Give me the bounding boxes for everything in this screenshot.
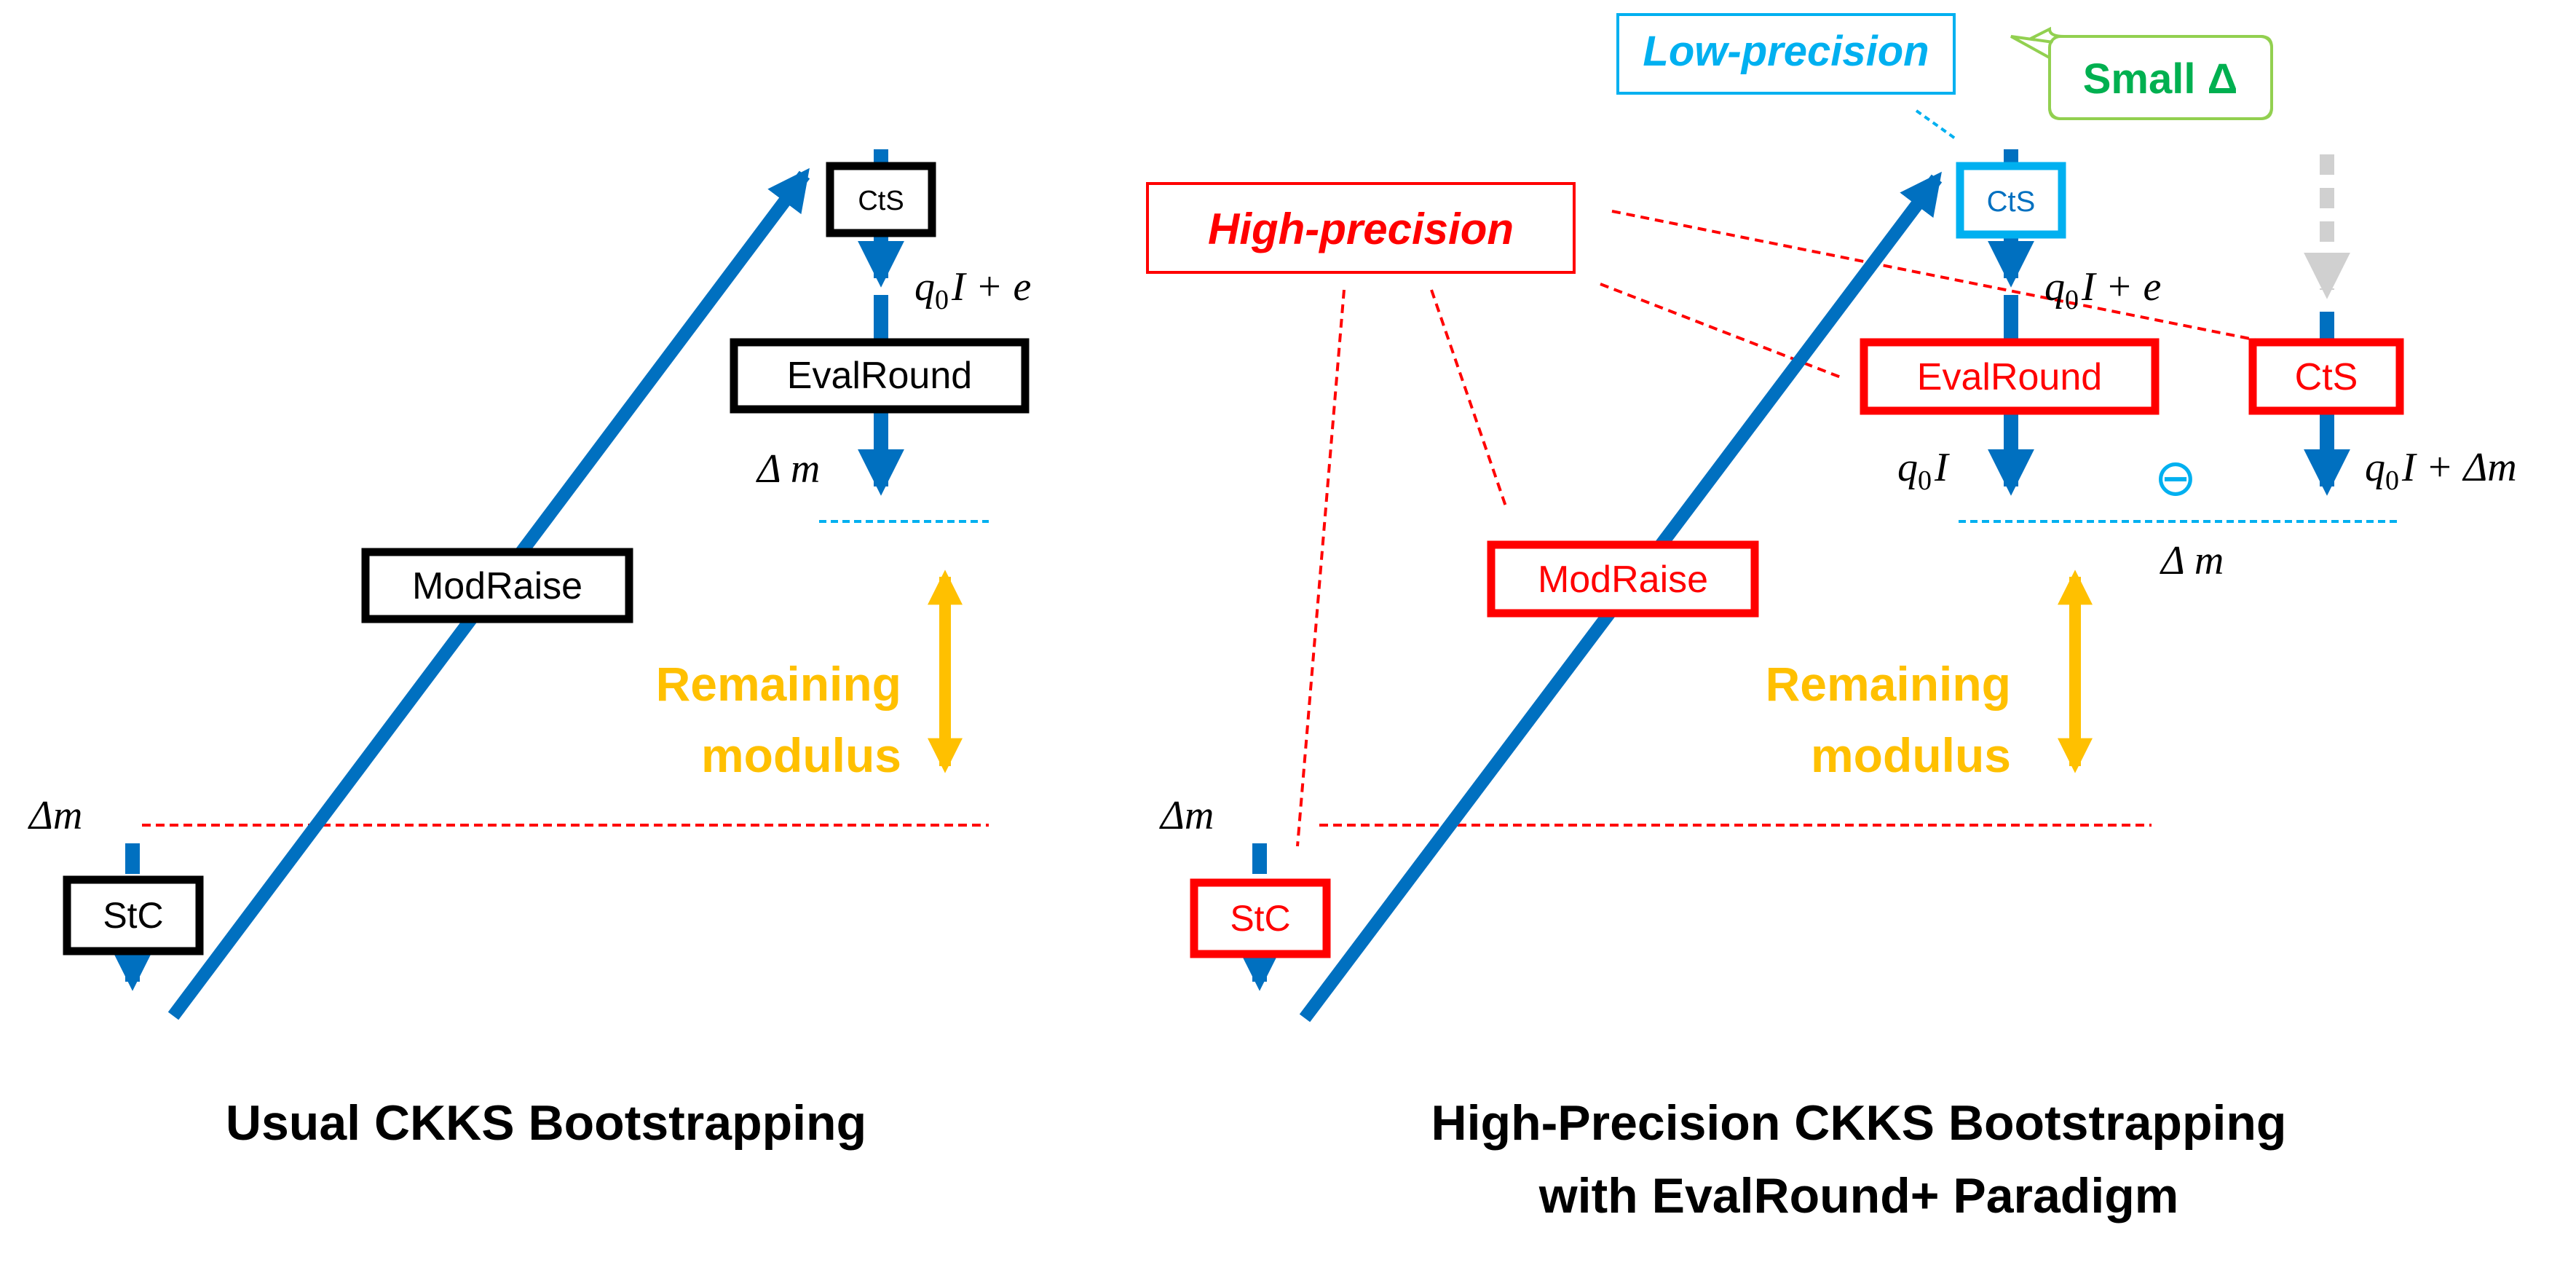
left-delta-m-bottom-label: Δm — [28, 793, 82, 838]
right-high-cts-label: CtS — [2295, 356, 2358, 398]
left-q0-label: q0I + e — [914, 264, 1031, 315]
left-cts-label: CtS — [858, 186, 904, 216]
right-evalround-box: EvalRound — [1860, 338, 2160, 415]
low-precision-leader — [1915, 109, 1959, 141]
high-precision-leader-cts — [1611, 210, 2261, 342]
left-stc-box: StC — [63, 875, 204, 955]
left-stc-label: StC — [103, 895, 163, 936]
right-delta-m-bottom-label: Δm — [1159, 793, 1214, 838]
high-precision-leader-stc — [1296, 289, 1346, 847]
right-remaining-modulus-line2: modulus — [1811, 728, 2011, 782]
high-precision-callout: High-precision — [1146, 182, 1576, 274]
left-remaining-modulus-line1: Remaining — [656, 657, 901, 711]
left-modraise-box: ModRaise — [361, 548, 633, 623]
right-panel-title-line2: with EvalRound+ Paradigm — [1538, 1168, 2179, 1223]
left-panel: CtS EvalRound ModRaise StC q0I + e Δ m Δ… — [28, 149, 1031, 1151]
left-cts-box: CtS — [826, 162, 936, 237]
right-q0-plain-label: q0I — [1897, 445, 1950, 496]
right-low-cts-box: CtS — [1956, 162, 2066, 239]
low-precision-text: Low-precision — [1643, 28, 1929, 75]
left-delta-m-top-label: Δ m — [756, 446, 820, 492]
low-precision-callout: Low-precision — [1616, 13, 1956, 95]
right-modraise-box: ModRaise — [1487, 540, 1759, 618]
small-delta-text: Small Δ — [2083, 55, 2238, 103]
right-low-cts-label: CtS — [1987, 186, 2036, 218]
right-q0-dm-label: q0I + Δm — [2365, 445, 2517, 496]
right-modraise-label: ModRaise — [1538, 559, 1708, 601]
right-stc-label: StC — [1230, 898, 1290, 939]
right-high-cts-box: CtS — [2248, 338, 2404, 415]
right-stc-box: StC — [1190, 878, 1331, 958]
high-precision-text: High-precision — [1208, 205, 1514, 253]
left-remaining-modulus-line2: modulus — [701, 728, 901, 782]
right-q0-e-label: q0I + e — [2044, 264, 2161, 315]
small-delta-callout: Small Δ — [2010, 26, 2273, 120]
right-remaining-modulus-line1: Remaining — [1766, 657, 2011, 711]
left-evalround-label: EvalRound — [787, 355, 972, 397]
right-evalround-label: EvalRound — [1917, 356, 2102, 398]
right-panel-title-line1: High-Precision CKKS Bootstrapping — [1431, 1095, 2287, 1151]
minus-symbol: ⊖ — [2154, 449, 2197, 506]
left-evalround-box: EvalRound — [730, 338, 1030, 414]
left-modraise-label: ModRaise — [412, 565, 582, 607]
right-delta-m-mid-label: Δ m — [2160, 538, 2224, 583]
high-precision-leader-modraise — [1430, 289, 1507, 507]
right-panel: Low-precision Small Δ High-precision CtS… — [1146, 13, 2517, 1223]
left-panel-title: Usual CKKS Bootstrapping — [226, 1095, 866, 1151]
